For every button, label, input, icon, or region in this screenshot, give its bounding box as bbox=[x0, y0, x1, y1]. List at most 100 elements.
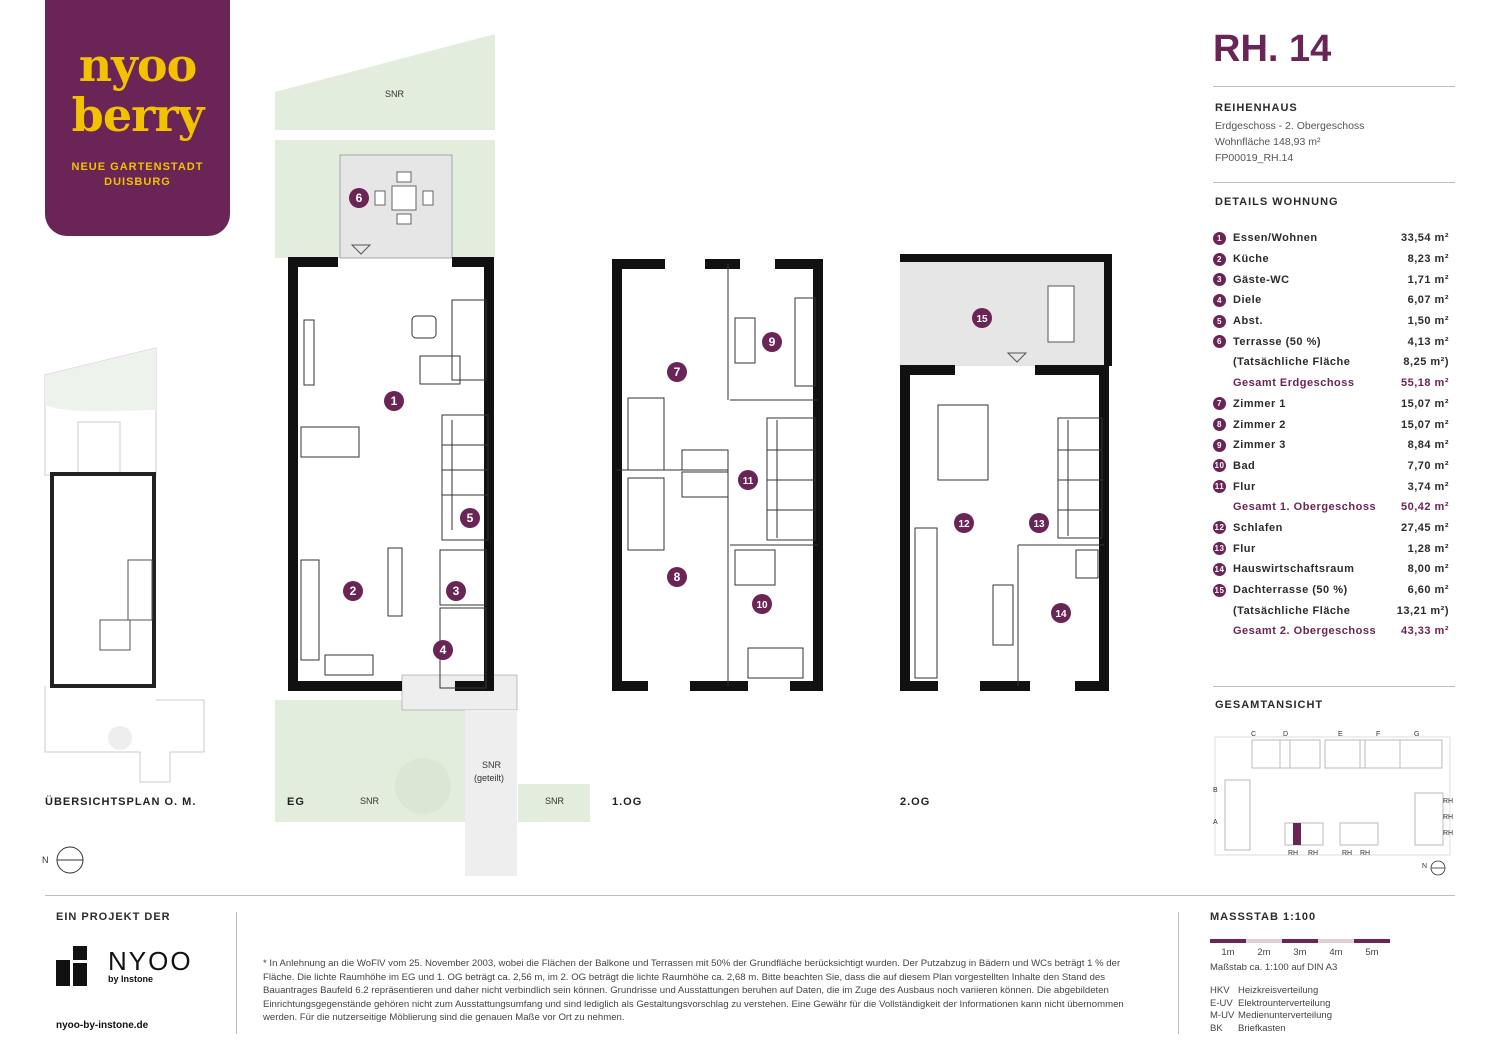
overview-letter-b: B bbox=[1213, 787, 1218, 794]
brand-subtitle: NEUE GARTENSTADT DUISBURG bbox=[45, 160, 230, 190]
scale-mark: 2m bbox=[1257, 947, 1271, 958]
room-number-badge: 15 bbox=[1213, 583, 1226, 597]
room-marker-label: 14 bbox=[1055, 609, 1067, 620]
room-label: Flur bbox=[1233, 542, 1256, 555]
room-marker-label: 2 bbox=[350, 584, 357, 598]
room-number-badge: 11 bbox=[1213, 480, 1226, 494]
room-label: Gesamt 2. Obergeschoss bbox=[1233, 625, 1377, 638]
company-url-link[interactable]: nyoo-by-instone.de bbox=[56, 1020, 149, 1031]
legend-text: Elektrounterverteilung bbox=[1238, 997, 1331, 1009]
eg-label: EG bbox=[287, 796, 305, 808]
overview-letter-g: G bbox=[1414, 731, 1419, 738]
overview-letter-d: D bbox=[1283, 731, 1288, 738]
overview-rh-label: RH bbox=[1443, 798, 1453, 805]
overview-letter-f: F bbox=[1376, 731, 1380, 738]
overview-rh-label: RH bbox=[1288, 850, 1298, 857]
legend-row: E-UV Elektrounterverteilung bbox=[1210, 998, 1332, 1011]
brand-logo: nyoo berry bbox=[45, 40, 230, 140]
room-marker-2: 2 bbox=[343, 581, 363, 601]
unit-floors: Erdgeschoss - 2. Obergeschoss bbox=[1215, 120, 1365, 132]
disclaimer: * In Anlehnung an die WoFlV vom 25. Nove… bbox=[263, 958, 1124, 1024]
room-area: 1,28 m² bbox=[1407, 542, 1449, 555]
room-marker-14: 14 bbox=[1051, 603, 1071, 623]
og1-plan bbox=[612, 259, 823, 691]
north-arrow-icon: N bbox=[1422, 860, 1446, 876]
room-marker-label: 11 bbox=[743, 476, 754, 487]
room-label: Terrasse (50 %) bbox=[1233, 335, 1322, 348]
legend-abbr: E-UV bbox=[1210, 997, 1233, 1009]
scale-mark: 4m bbox=[1329, 947, 1343, 958]
room-marker-label: 7 bbox=[674, 365, 681, 379]
room-marker-label: 4 bbox=[440, 643, 447, 657]
room-label: Zimmer 1 bbox=[1233, 397, 1286, 410]
room-number-badge: 4 bbox=[1213, 293, 1226, 307]
legend-text: Briefkasten bbox=[1238, 1022, 1286, 1034]
room-number-badge: 14 bbox=[1213, 562, 1226, 576]
room-marker-label: 1 bbox=[391, 394, 398, 408]
room-label: Hauswirtschaftsraum bbox=[1233, 563, 1355, 576]
footer-divider bbox=[45, 895, 1455, 896]
room-marker-4: 4 bbox=[433, 640, 453, 660]
room-row: Gesamt 2. Obergeschoss 43,33 m² bbox=[1213, 621, 1449, 642]
footer-vline bbox=[236, 912, 237, 1034]
room-area: 4,13 m² bbox=[1407, 335, 1449, 348]
company-logo: NYOO by Instone bbox=[56, 946, 193, 986]
overview-plan bbox=[44, 347, 205, 783]
legend-abbr: HKV bbox=[1210, 985, 1230, 996]
scale-bar bbox=[1210, 939, 1390, 943]
room-area: 43,33 m² bbox=[1400, 625, 1449, 638]
room-markers: 6 1 5 2 3 4 7 9 11 8 10 15 12 13 14 bbox=[343, 188, 1071, 660]
og2-plan bbox=[900, 254, 1112, 691]
room-number-badge: 1 bbox=[1213, 231, 1226, 245]
room-number-badge: 2 bbox=[1213, 252, 1226, 266]
room-label: (Tatsächliche Fläche bbox=[1233, 604, 1351, 617]
overview-rh-label: RH bbox=[1342, 850, 1352, 857]
room-marker-10: 10 bbox=[752, 594, 772, 614]
north-label: N bbox=[42, 855, 49, 865]
room-area: 55,18 m² bbox=[1400, 377, 1449, 390]
room-marker-9: 9 bbox=[762, 332, 782, 352]
room-label: Gesamt 1. Obergeschoss bbox=[1233, 501, 1377, 514]
overview-rh-label: RH bbox=[1308, 850, 1318, 857]
room-number-badge: 5 bbox=[1213, 314, 1226, 328]
room-number-badge: 6 bbox=[1213, 335, 1226, 349]
overview-rh-label: RH bbox=[1443, 814, 1453, 821]
room-marker-label: 3 bbox=[453, 584, 460, 598]
eg-outdoor: SNR SNR SNR SNR (geteilt) SNR bbox=[275, 34, 590, 876]
room-marker-label: 13 bbox=[1033, 519, 1045, 530]
room-marker-label: 9 bbox=[769, 335, 776, 349]
north-label: N bbox=[1422, 863, 1427, 870]
overview-letter-c: C bbox=[1251, 731, 1256, 738]
room-marker-5: 5 bbox=[460, 508, 480, 528]
room-area: 8,00 m² bbox=[1407, 563, 1449, 576]
room-area: 6,07 m² bbox=[1407, 294, 1449, 307]
room-area: 7,70 m² bbox=[1407, 459, 1449, 472]
overview-heading: GESAMTANSICHT bbox=[1215, 699, 1324, 711]
snr-label: SNR bbox=[545, 796, 565, 806]
subtitle-line-2: DUISBURG bbox=[104, 176, 171, 188]
snr-shared-label: (geteilt) bbox=[474, 773, 504, 783]
details-heading: DETAILS WOHNUNG bbox=[1215, 196, 1339, 208]
overview-rh-label: RH bbox=[1360, 850, 1370, 857]
unit-living-area: Wohnfläche 148,93 m² bbox=[1215, 136, 1321, 148]
room-label: (Tatsächliche Fläche bbox=[1233, 356, 1351, 369]
unit-title: RH. 14 bbox=[1213, 28, 1332, 70]
room-marker-label: 6 bbox=[356, 191, 363, 205]
room-row: 14 Hauswirtschaftsraum 8,00 m² bbox=[1213, 559, 1449, 580]
overview-rh-label: RH bbox=[1443, 830, 1453, 837]
room-area: 6,60 m² bbox=[1407, 584, 1449, 597]
snr-label: SNR bbox=[385, 89, 405, 99]
room-label: Essen/Wohnen bbox=[1233, 232, 1318, 245]
